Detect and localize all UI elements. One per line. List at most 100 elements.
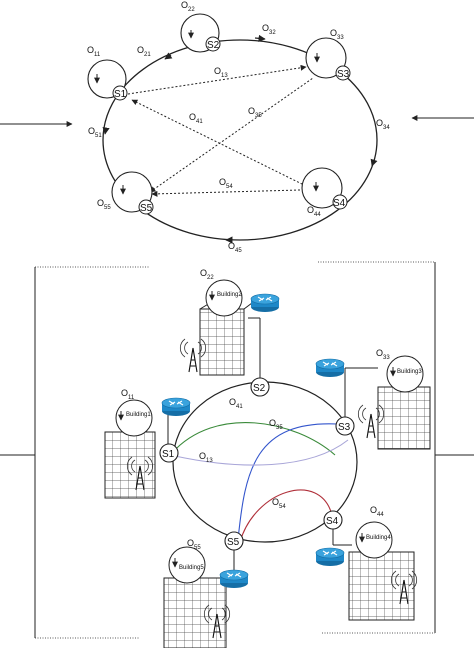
router-icon xyxy=(250,293,280,313)
top-node-s3: S3 xyxy=(305,37,351,81)
bracket-connectors xyxy=(0,115,474,639)
observer-building4: Building4 xyxy=(355,521,393,559)
label-o22: O22 xyxy=(200,268,214,281)
label-o22: O22 xyxy=(181,0,195,13)
switch-s4 xyxy=(332,194,348,210)
router-icon xyxy=(219,569,249,589)
router-icon xyxy=(315,358,345,378)
observer-loop-22 xyxy=(205,279,243,317)
label-o44: O44 xyxy=(307,205,321,218)
label-o54: O54 xyxy=(219,177,233,190)
label-o33: O33 xyxy=(376,348,390,361)
ring-arrow-32 xyxy=(254,34,266,42)
switch-s3 xyxy=(335,416,355,436)
label-o13: O13 xyxy=(199,451,213,464)
node-label-s5: S5 xyxy=(227,537,240,548)
building-5-body xyxy=(163,577,227,648)
observer-loop-44 xyxy=(301,167,343,209)
link-41 xyxy=(131,99,307,187)
bottom-node-s5: S5 xyxy=(224,531,244,551)
label-o44: O44 xyxy=(370,505,384,518)
building-label-2: Building2 xyxy=(217,292,242,298)
observer-building3: Building3 xyxy=(386,355,424,393)
switch-s5 xyxy=(224,531,244,551)
building-2-body xyxy=(199,308,245,376)
ring-arrow-34 xyxy=(370,158,378,167)
building-label-3: Building3 xyxy=(397,369,422,375)
label-o55: O55 xyxy=(187,538,201,551)
bottom-node-s2: S2 xyxy=(250,377,270,397)
label-o55: O55 xyxy=(97,198,111,211)
ring-arrow-21 xyxy=(164,52,173,60)
bottom-node-s1: S1 xyxy=(159,443,179,463)
label-o35: O35 xyxy=(269,418,283,431)
label-o11: O11 xyxy=(87,45,101,58)
building-4 xyxy=(348,551,418,621)
top-node-s5: S5 xyxy=(111,171,154,215)
node-label-s4: S4 xyxy=(333,198,346,209)
node-label-s4: S4 xyxy=(326,516,339,527)
top-ring-diagram: S2 S3 S1 S4 S5 O2 xyxy=(87,0,390,254)
observer-loop-44 xyxy=(355,521,393,559)
link-o13 xyxy=(174,439,349,466)
router-icon xyxy=(161,397,191,417)
label-o33: O33 xyxy=(330,28,344,41)
building-1-body xyxy=(104,431,156,499)
label-o11: O11 xyxy=(121,388,135,401)
top-node-s1: S1 xyxy=(87,59,128,101)
observer-building1: Building1 xyxy=(115,399,153,437)
building-label-4: Building4 xyxy=(366,535,391,541)
building-3-body xyxy=(377,386,431,450)
switch-s2 xyxy=(250,377,270,397)
label-o34: O34 xyxy=(376,118,390,131)
observer-loop-11 xyxy=(115,399,153,437)
node-label-s5: S5 xyxy=(140,203,153,214)
node-label-s2: S2 xyxy=(253,383,266,394)
link-54 xyxy=(151,189,301,197)
bottom-node-s4: S4 xyxy=(323,510,343,530)
switch-s4 xyxy=(323,510,343,530)
building-2 xyxy=(179,302,253,376)
link-o41 xyxy=(171,422,336,456)
bottom-network-diagram: Building2 Building1 Building3 Building4 … xyxy=(104,268,431,648)
switch-s3 xyxy=(335,65,351,81)
node-label-s3: S3 xyxy=(338,422,351,433)
router-icon xyxy=(315,547,345,567)
label-o41: O41 xyxy=(189,112,203,125)
label-o13: O13 xyxy=(214,66,228,79)
label-o54: O54 xyxy=(272,497,286,510)
observer-building5: Building5 xyxy=(168,546,206,584)
label-o35: O35 xyxy=(248,106,262,119)
observer-loop-55 xyxy=(168,546,206,584)
observer-loop-33 xyxy=(305,37,347,79)
label-o32: O32 xyxy=(262,23,276,36)
node-label-s1: S1 xyxy=(162,449,175,460)
label-o21: O21 xyxy=(137,45,151,58)
bottom-node-s3: S3 xyxy=(335,416,355,436)
building-3 xyxy=(357,386,431,450)
building-1 xyxy=(104,431,156,499)
top-node-s4: S4 xyxy=(301,167,348,210)
switch-s1 xyxy=(112,85,128,101)
observer-building2: Building2 xyxy=(205,279,243,317)
switch-s1 xyxy=(159,443,179,463)
top-ring xyxy=(102,39,378,241)
node-label-s2: S2 xyxy=(207,40,220,51)
building-label-1: Building1 xyxy=(126,412,151,418)
label-o51: O51 xyxy=(88,126,102,139)
label-o45: O45 xyxy=(228,241,242,254)
link-35 xyxy=(149,77,314,193)
label-o41: O41 xyxy=(229,397,243,410)
switch-s2 xyxy=(205,36,221,52)
building-5 xyxy=(163,577,231,648)
building-label-5: Building5 xyxy=(179,565,204,571)
observer-loop-33 xyxy=(386,355,424,393)
node-label-s1: S1 xyxy=(114,89,127,100)
link-o54 xyxy=(239,489,333,543)
top-node-s2: S2 xyxy=(180,13,221,53)
link-o35 xyxy=(237,423,339,541)
building-4-body xyxy=(348,551,415,621)
node-label-s3: S3 xyxy=(337,69,350,80)
